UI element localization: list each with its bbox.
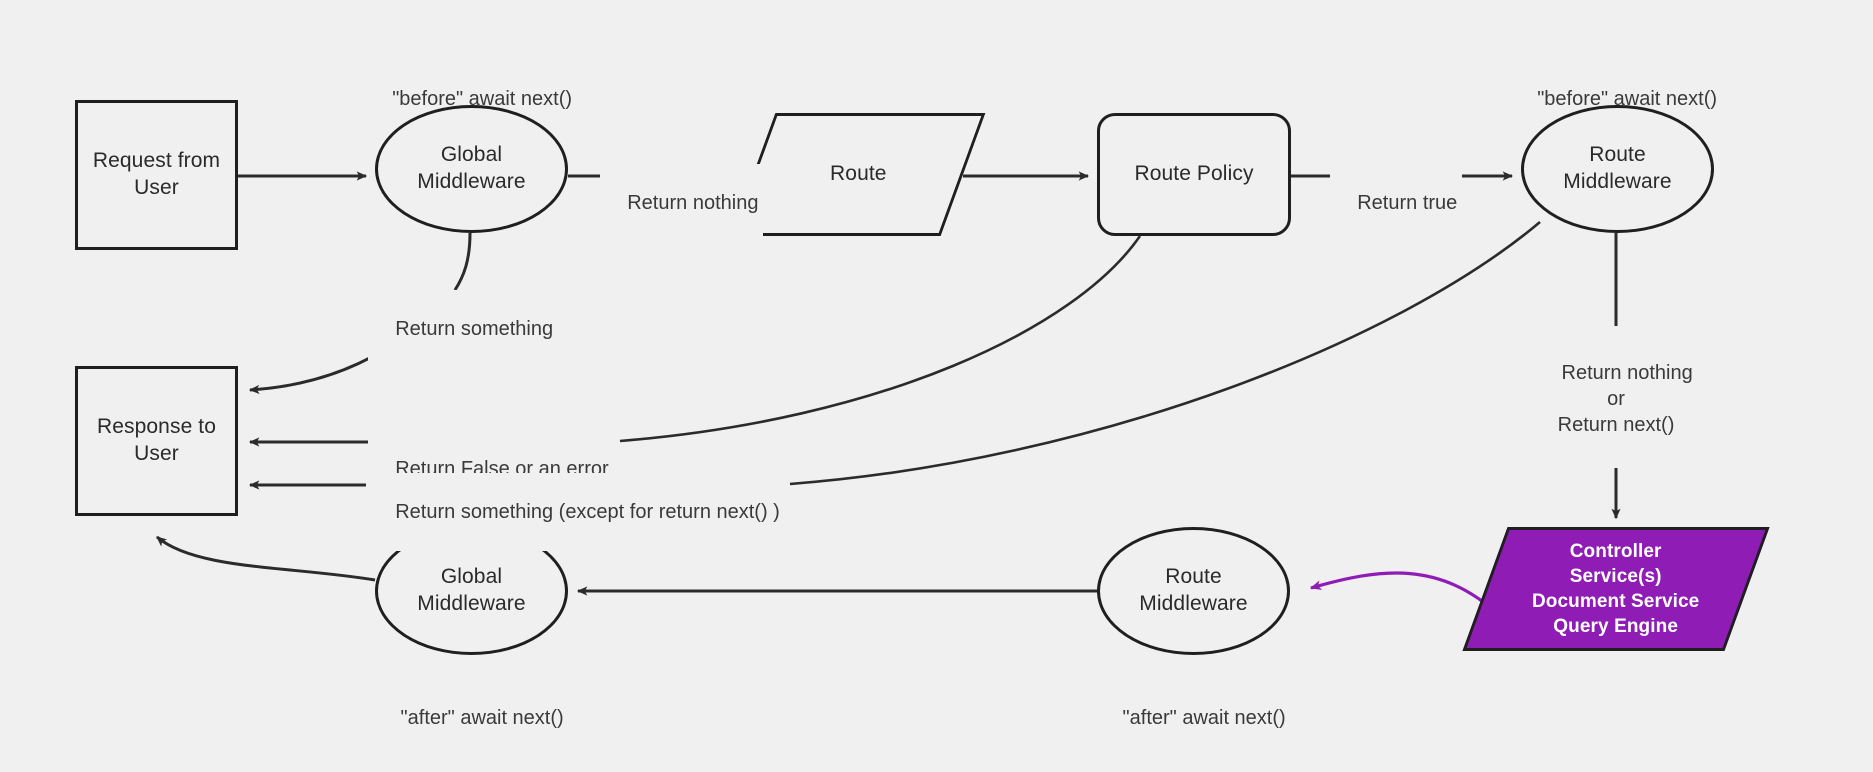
node-response-to-user-label: Response to User (96, 415, 216, 465)
edge-label-return-something-except: Return something (except for return next… (368, 473, 785, 551)
caption-before-await-next-right: "before" await next() (1515, 60, 1717, 138)
node-route-middleware-top-label: Route Middleware (1563, 143, 1672, 193)
node-route-middleware-bottom-label: Route Middleware (1139, 565, 1248, 615)
caption-before-await-next-left-text: "before" await next() (392, 88, 573, 110)
node-global-middleware-top[interactable]: Global Middleware (375, 105, 568, 233)
caption-after-await-next-left-text: "after" await next() (400, 707, 564, 729)
edge-label-return-true-text: Return true (1357, 192, 1458, 214)
caption-after-await-next-left: "after" await next() (378, 679, 564, 757)
node-global-middleware-bottom-label: Global Middleware (417, 565, 526, 615)
node-response-to-user[interactable]: Response to User (75, 366, 238, 516)
edge-label-return-nothing-text: Return nothing (627, 192, 759, 214)
node-route-policy-label: Route Policy (1134, 162, 1254, 186)
node-route-policy[interactable]: Route Policy (1097, 113, 1291, 236)
edge-label-return-something-except-text: Return something (except for return next… (395, 501, 780, 523)
edge-route-middleware-to-response (789, 221, 1541, 486)
edge-label-return-something: Return something (368, 290, 559, 368)
edge-route-policy-to-response (619, 235, 1142, 443)
edge-label-return-nothing-or-next-text: Return nothing or Return next() (1557, 362, 1693, 436)
edge-global-middleware-bottom-to-response (156, 535, 376, 582)
edge-label-return-nothing-or-next: Return nothing or Return next() (1531, 330, 1701, 468)
caption-after-await-next-right: "after" await next() (1100, 679, 1286, 757)
node-request-from-user[interactable]: Request from User (75, 100, 238, 250)
edge-label-return-something-text: Return something (395, 318, 554, 340)
edge-label-return-true: Return true (1330, 164, 1463, 242)
edge-global-middleware-to-response-upper (453, 232, 472, 291)
node-controller-services[interactable]: Controller Service(s) Document Service Q… (1462, 527, 1770, 651)
node-route-middleware-top[interactable]: Route Middleware (1521, 105, 1714, 233)
edge-controller-to-route-middleware-bottom (1309, 571, 1502, 618)
node-route-label: Route (829, 162, 887, 186)
node-global-middleware-top-label: Global Middleware (417, 143, 526, 193)
node-controller-services-label: Controller Service(s) Document Service Q… (1532, 540, 1700, 638)
node-route[interactable]: Route (730, 113, 986, 236)
node-route-middleware-bottom[interactable]: Route Middleware (1097, 527, 1290, 655)
caption-after-await-next-right-text: "after" await next() (1122, 707, 1286, 729)
edge-label-return-nothing: Return nothing (600, 164, 764, 242)
caption-before-await-next-left: "before" await next() (370, 60, 572, 138)
node-request-from-user-label: Request from User (92, 149, 221, 199)
caption-before-await-next-right-text: "before" await next() (1537, 88, 1718, 110)
